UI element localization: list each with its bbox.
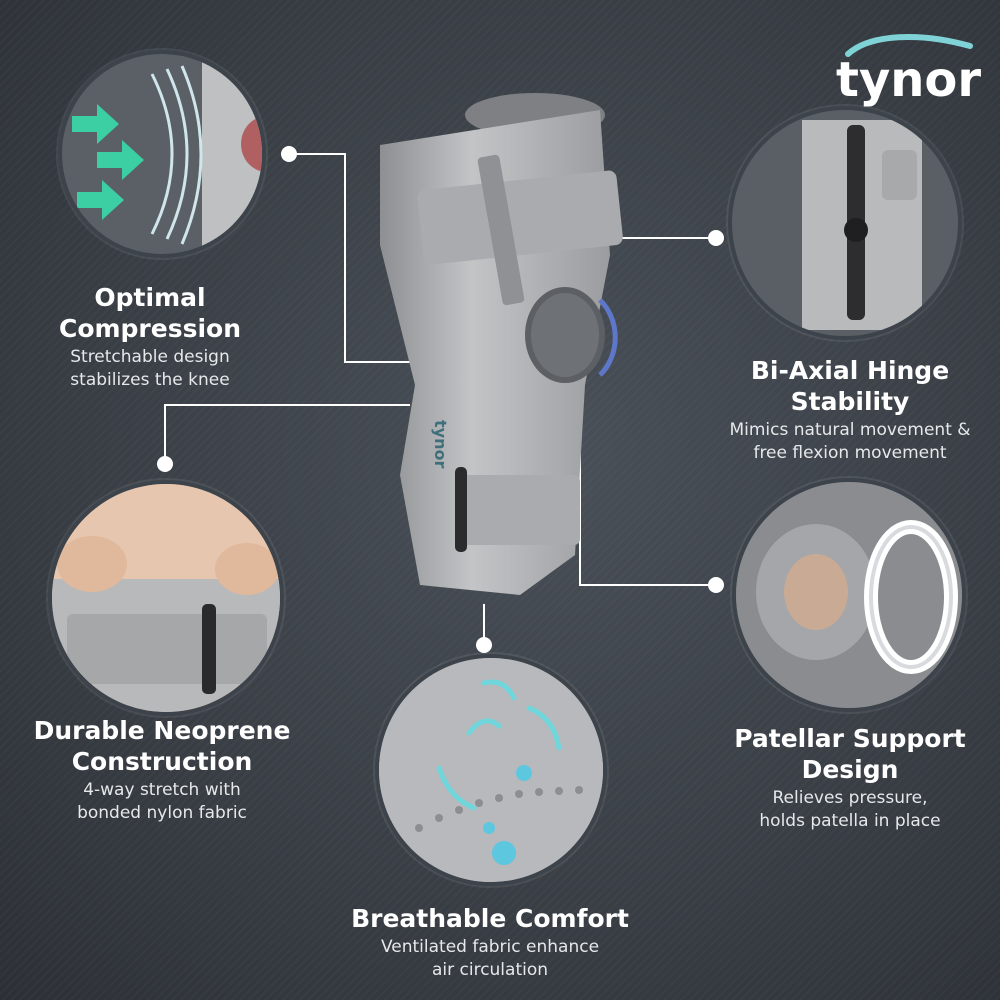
feature-title: Durable Neoprene — [33, 716, 291, 745]
feature-desc-line: Relieves pressure, — [772, 788, 928, 808]
hinge-icon — [802, 120, 922, 330]
connector-dot — [476, 637, 492, 653]
logo-swoosh-icon — [845, 33, 973, 57]
feature-breathable-comfort: Breathable Comfort Ventilated fabric enh… — [320, 903, 660, 982]
feature-title: Optimal Compression — [58, 283, 242, 343]
brace-label: tynor — [431, 420, 450, 468]
feature-image-compression — [58, 50, 266, 258]
feature-desc-line: free flexion movement — [753, 443, 947, 463]
connector-dot — [281, 146, 297, 162]
brand-name: tynor — [836, 52, 982, 108]
feature-image-breathable — [375, 654, 607, 886]
knee-brace-image: tynor — [380, 93, 623, 595]
feature-desc-line: Mimics natural movement & — [729, 420, 971, 440]
feature-desc-line: holds patella in place — [759, 811, 941, 831]
feature-optimal-compression: Optimal Compression Stretchable design s… — [2, 282, 298, 392]
feature-bi-axial-hinge: Bi-Axial Hinge Stability Mimics natural … — [700, 355, 1000, 465]
feature-title: Bi-Axial Hinge — [750, 356, 950, 385]
feature-patellar-support: Patellar Support Design Relieves pressur… — [700, 723, 1000, 833]
feature-title: Stability — [790, 387, 910, 416]
feature-title: Construction — [71, 747, 253, 776]
feature-title: Patellar Support — [734, 724, 966, 753]
feature-desc-line: Stretchable design — [70, 347, 230, 367]
feature-desc-line: air circulation — [431, 960, 549, 980]
connector-dot — [157, 456, 173, 472]
feature-durable-neoprene: Durable Neoprene Construction 4-way stre… — [14, 715, 310, 825]
strap-icon — [52, 484, 280, 712]
feature-desc-line: bonded nylon fabric — [77, 803, 247, 823]
feature-title: Design — [801, 755, 899, 784]
feature-desc-line: stabilizes the knee — [70, 370, 230, 390]
feature-desc-line: Ventilated fabric enhance — [380, 937, 600, 957]
feature-image-patellar — [732, 478, 966, 712]
patella-pad-icon — [736, 482, 962, 708]
feature-desc-line: 4-way stretch with — [83, 780, 241, 800]
feature-image-neoprene — [48, 480, 284, 716]
brand-logo: tynor — [836, 30, 981, 110]
connector-dot — [708, 577, 724, 593]
compression-arrows-icon — [72, 54, 262, 254]
feature-title: Breathable Comfort — [351, 904, 629, 933]
feature-image-hinge — [728, 106, 962, 340]
connector-dot — [708, 230, 724, 246]
airflow-icon — [379, 658, 603, 882]
